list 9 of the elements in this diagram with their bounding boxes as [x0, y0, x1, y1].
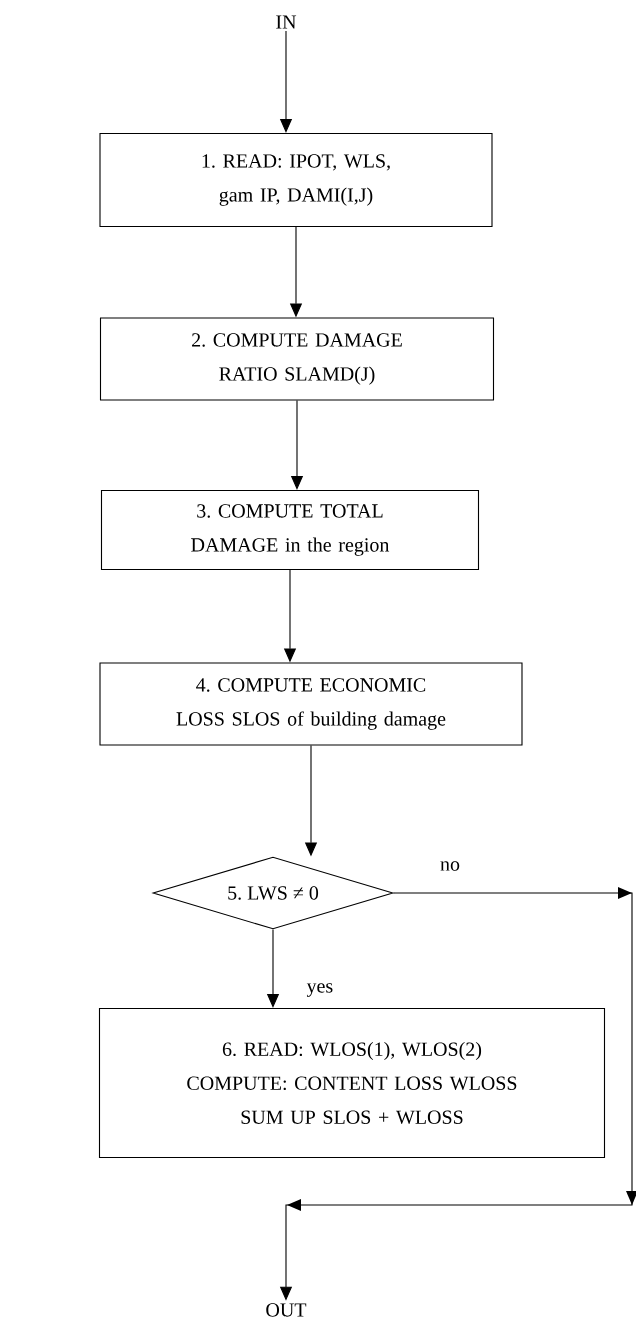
process-box: 3. COMPUTE TOTAL DAMAGE in the region [100, 489, 480, 571]
terminal-label: OUT [266, 1303, 307, 1317]
process-box: 6. READ: WLOS(1), WLOS(2) COMPUTE: CONTENT LOSS WLOSS SUM UP SLOS + WLOSS [98, 1007, 606, 1159]
terminal-label: IN [276, 15, 297, 29]
edge-label: no [439, 860, 461, 872]
process-box: 1. READ: IPOT, WLS, gam IP, DAMI(I,J) [99, 132, 493, 228]
edge-label: yes [305, 982, 335, 998]
process-box: 4. COMPUTE ECONOMIC LOSS SLOS of building damage [99, 662, 523, 746]
process-box: 2. COMPUTE DAMAGE RATIO SLAMD(J) [99, 317, 495, 401]
